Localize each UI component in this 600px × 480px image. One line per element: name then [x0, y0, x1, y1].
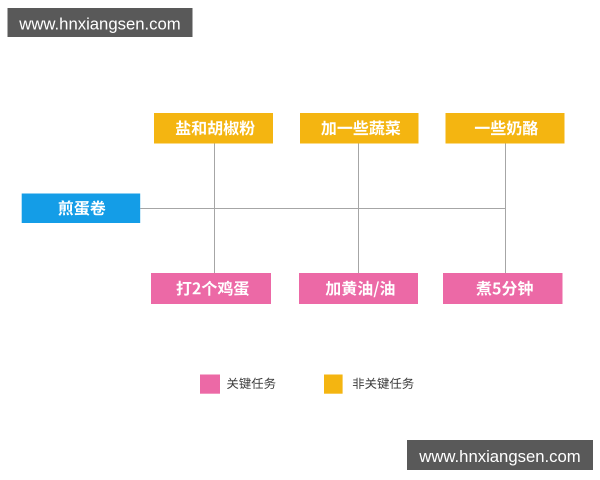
svg-text:www.hnxiangsen.com: www.hnxiangsen.com — [418, 447, 580, 466]
svg-text:www.hnxiangsen.com: www.hnxiangsen.com — [18, 15, 180, 34]
